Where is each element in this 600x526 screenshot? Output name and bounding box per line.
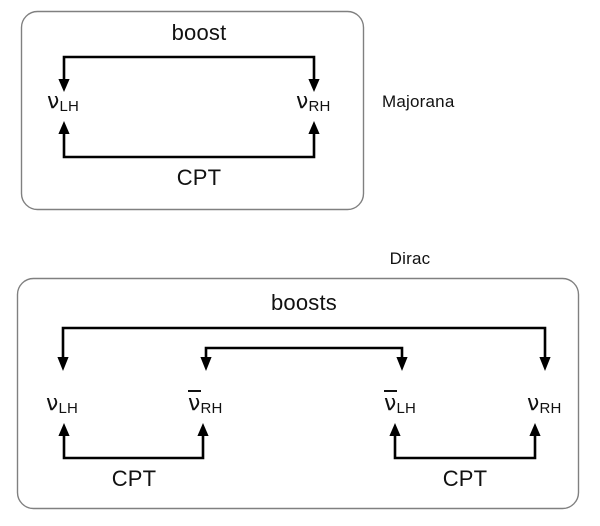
dirac-outer-boost-arrow [57, 326, 551, 371]
arrowhead-down-inner-right [396, 357, 408, 371]
dirac-state-antinu-rh: νRH [187, 390, 223, 417]
nu-bar-symbol: ν [383, 390, 397, 416]
dirac-state-antinu-lh: νLH [383, 390, 417, 417]
nu-subscript: RH [308, 98, 331, 115]
nu-symbol: ν [296, 89, 309, 114]
arrowhead-down-left [58, 79, 70, 92]
nu-subscript: LH [59, 98, 80, 115]
nu-subscript: LH [58, 400, 79, 417]
nu-bar-symbol: ν [187, 390, 201, 416]
majorana-state-nu-lh: νLH [47, 89, 80, 115]
nu-symbol: ν [47, 89, 60, 114]
majorana-panel-frame [20, 10, 365, 211]
arrowhead-down-inner-left [200, 357, 212, 371]
arrowhead-up-right [308, 121, 320, 134]
majorana-cpt-label: CPT [176, 165, 222, 190]
majorana-cpt-arrow [58, 121, 320, 159]
majorana-boost-label: boost [171, 20, 227, 45]
arrowhead-down-outer-left [57, 357, 69, 371]
arrowhead-up-left-cpt-a [58, 423, 70, 436]
nu-subscript: LH [396, 400, 417, 417]
nu-symbol: ν [527, 391, 540, 416]
arrowhead-down-right [308, 79, 320, 92]
dirac-caption: Dirac [389, 249, 431, 268]
dirac-panel-frame [16, 277, 580, 510]
dirac-left-cpt-arrow [58, 423, 209, 460]
arrowhead-up-left-cpt-b [197, 423, 209, 436]
dirac-cpt-label-left: CPT [111, 466, 157, 491]
dirac-state-nu-lh: νLH [46, 391, 79, 417]
arrowhead-up-left [58, 121, 70, 134]
dirac-inner-boost-arrow [200, 346, 408, 371]
nu-subscript: RH [200, 400, 223, 417]
majorana-caption: Majorana [382, 92, 455, 111]
dirac-right-cpt-arrow [389, 423, 541, 460]
arrowhead-down-outer-right [539, 357, 551, 371]
majorana-state-nu-rh: νRH [296, 89, 331, 115]
dirac-state-nu-rh: νRH [527, 391, 562, 417]
dirac-boosts-label: boosts [270, 290, 338, 315]
nu-subscript: RH [539, 400, 562, 417]
arrowhead-up-right-cpt-b [529, 423, 541, 436]
majorana-boost-arrow [58, 55, 320, 92]
dirac-cpt-label-right: CPT [442, 466, 488, 491]
nu-symbol: ν [46, 391, 59, 416]
arrowhead-up-right-cpt-a [389, 423, 401, 436]
